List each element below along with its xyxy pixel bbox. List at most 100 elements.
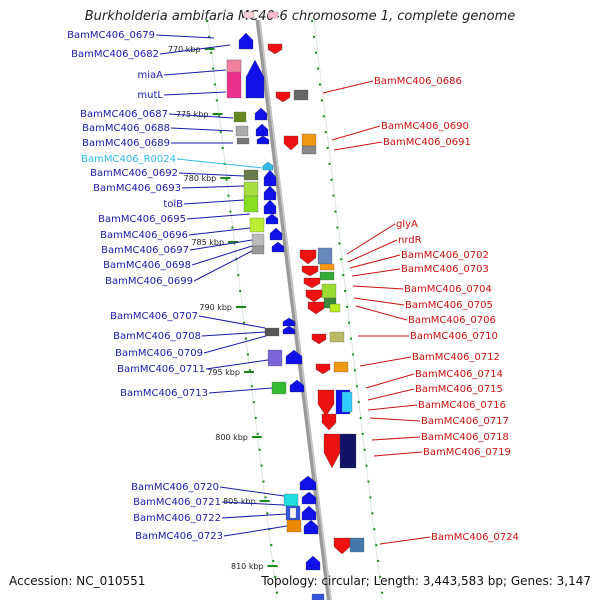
callout-line <box>221 501 285 506</box>
gene-arrow-forward <box>265 213 279 225</box>
callout-line <box>221 513 287 519</box>
left-gene-label: BamMC406_0711 <box>117 364 205 375</box>
callout-line <box>186 213 251 220</box>
left-gene-label: BamMC406_0707 <box>110 311 198 322</box>
scale-tick-label: 805 kbp <box>223 497 256 506</box>
gene-arrow-reverse <box>283 135 299 151</box>
genome-backbone <box>255 19 332 600</box>
gene-arrow-reverse <box>311 333 327 345</box>
left-gene-label: BamMC406_0720 <box>131 482 219 493</box>
gene-arrow-reverse <box>333 537 351 555</box>
scale-tick-label: 785 kbp <box>191 238 224 247</box>
left-gene-label: mutL <box>137 90 163 101</box>
callout-line <box>219 486 285 497</box>
gene-arrow-forward <box>263 169 277 187</box>
gene-arrow-forward <box>271 241 285 253</box>
right-gene-label: BamMC406_0724 <box>431 532 519 543</box>
left-gene-label: BamMC406_0697 <box>101 245 189 256</box>
scale-tick-label: 800 kbp <box>215 433 248 442</box>
gene-arrow-forward <box>256 135 270 145</box>
callout-line <box>223 525 288 537</box>
callout-line <box>178 172 245 177</box>
feature-box <box>235 125 249 137</box>
callout-line <box>205 359 269 370</box>
left-gene-label: BamMC406_0692 <box>90 168 178 179</box>
guide-line-right <box>313 19 383 600</box>
callout-line <box>351 268 401 277</box>
callout-line <box>168 113 234 119</box>
feature-box <box>301 133 317 147</box>
feature-box <box>251 245 265 255</box>
left-gene-label: BamMC406_0708 <box>113 331 201 342</box>
right-gene-label: BamMC406_0705 <box>405 300 493 311</box>
feature-box <box>243 169 259 181</box>
tick-track-right <box>311 19 384 600</box>
callout-line <box>371 436 421 441</box>
callout-line <box>176 158 264 169</box>
accession-text: Accession: NC_010551 <box>9 574 146 588</box>
rna-gene-arrow <box>262 161 274 171</box>
map-title: Burkholderia ambifaria MC40-6 chromosome… <box>84 9 516 24</box>
callout-line <box>349 254 401 269</box>
gene-arrow-forward <box>301 505 317 521</box>
scale-tick-label: 775 kbp <box>176 110 209 119</box>
gene-arrow-reverse <box>317 389 335 417</box>
right-gene-label: BamMC406_0702 <box>401 250 489 261</box>
callout-line <box>155 34 215 39</box>
feature-box <box>311 593 325 600</box>
backbone-highlight <box>258 19 332 600</box>
feature-box <box>267 349 283 367</box>
feature-box <box>293 89 309 101</box>
left-gene-label: BamMC406_0699 <box>105 276 193 287</box>
callout-line <box>322 80 374 94</box>
feature-box <box>333 361 349 373</box>
right-gene-label: BamMC406_0690 <box>381 121 469 132</box>
callout-line <box>355 305 408 321</box>
left-gene-label: BamMC406_0689 <box>82 138 170 149</box>
callout-line <box>367 388 415 401</box>
left-gene-label: miaA <box>138 70 164 81</box>
callout-line <box>346 223 396 255</box>
callout-line <box>367 404 418 411</box>
callout-line <box>193 250 253 282</box>
right-gene-label: glyA <box>396 219 418 230</box>
gene-arrow-forward <box>282 325 296 335</box>
gene-arrow-forward <box>263 185 277 201</box>
gene-arrow-reverse <box>305 289 323 303</box>
callout-line <box>333 141 383 151</box>
callout-line <box>331 125 381 141</box>
gene-arrow-forward <box>282 317 296 327</box>
feature-box <box>286 519 302 533</box>
callout-line <box>188 227 251 236</box>
scale-tick-label: 770 kbp <box>168 45 201 54</box>
gene-arrow-forward <box>269 227 283 241</box>
gene-arrow-forward <box>305 555 321 571</box>
gene-arrow-forward <box>263 199 277 215</box>
callout-line <box>208 387 273 394</box>
gene-arrow-forward <box>285 349 303 365</box>
callout-line <box>347 239 398 263</box>
left-gene-label: BamMC406_0693 <box>93 183 181 194</box>
callout-line <box>163 91 227 96</box>
right-gene-label: BamMC406_0717 <box>421 416 509 427</box>
feature-box <box>301 145 317 155</box>
feature-box <box>329 331 345 343</box>
gene-arrow-forward <box>301 491 317 505</box>
scale-tick-label: 795 kbp <box>207 368 240 377</box>
left-gene-label: BamMC406_0679 <box>67 30 155 41</box>
feature-box <box>233 111 247 123</box>
scale-tick-label: 780 kbp <box>184 174 217 183</box>
callout-line <box>379 536 431 545</box>
right-gene-label: BamMC406_0714 <box>415 369 503 380</box>
left-gene-label: BamMC406_0709 <box>115 348 203 359</box>
left-gene-label: BamMC406_0698 <box>103 260 191 271</box>
left-gene-label: BamMC406_0695 <box>98 214 186 225</box>
left-gene-label: BamMC406_0682 <box>71 49 159 60</box>
scale-tick-label: 810 kbp <box>231 562 264 571</box>
right-gene-label: BamMC406_0703 <box>401 264 489 275</box>
feature-box <box>243 181 259 197</box>
right-gene-label: BamMC406_0691 <box>383 137 471 148</box>
left-gene-label: BamMC406_0721 <box>133 497 221 508</box>
